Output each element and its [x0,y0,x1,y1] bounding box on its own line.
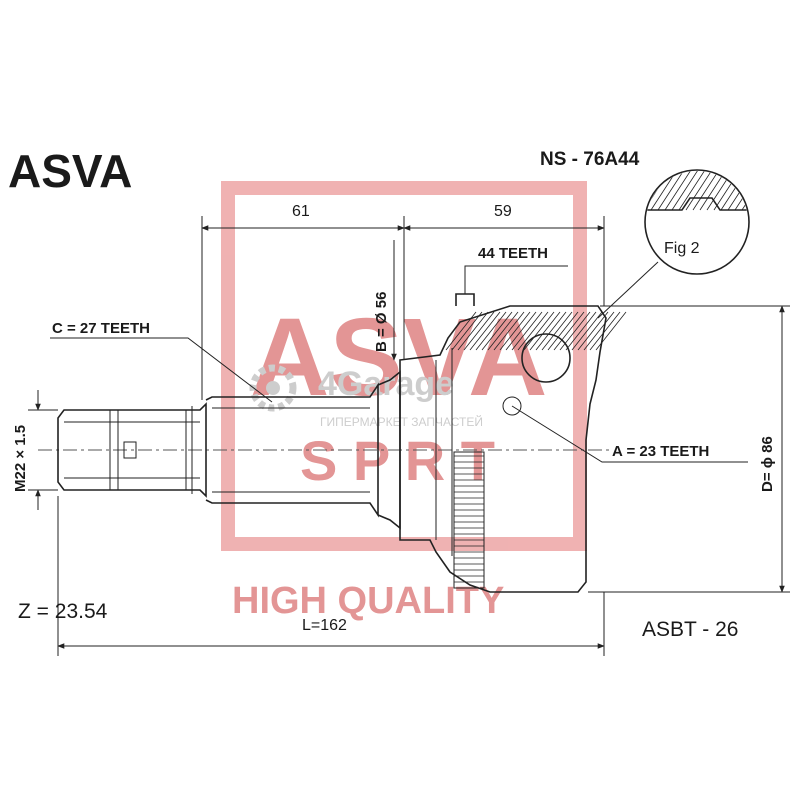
bell-housing [399,276,627,593]
part-number: NS - 76A44 [540,149,640,170]
label-a-teeth: A = 23 TEETH [612,443,709,460]
dim-61: 61 [292,203,310,220]
fig-label: Fig 2 [664,240,700,257]
ball-small [502,396,522,416]
watermark-site-sub: ГИПЕРМАРКЕТ ЗАПЧАСТЕЙ [320,414,483,429]
brand-logo: ASVA [8,145,132,197]
housing-section-hatch [445,311,627,351]
watermark-sport: S P R T [300,429,495,492]
stub-shaft [57,370,401,530]
watermark-frame [221,181,587,551]
label-length: L=162 [302,617,347,634]
label-b-diameter: B = Ø 56 [373,292,390,352]
ball-race [521,333,571,383]
label-thread: M22 × 1.5 [12,425,29,492]
watermark-layer: ASVA S P R T HIGH QUALITY 4Garage ГИПЕРМ… [221,181,587,622]
abs-ring [453,451,485,589]
watermark-brand: ASVA [250,296,547,419]
z-value: Z = 23.54 [18,600,108,623]
label-d-diameter: D= ϕ 86 [759,436,776,492]
label-c-teeth: C = 27 TEETH [52,320,150,337]
boot-code: ASBT - 26 [642,618,739,641]
watermark-quality: HIGH QUALITY [232,580,504,622]
label-44-teeth: 44 TEETH [478,245,548,262]
fig2-detail: Fig 2 [597,169,750,319]
dimension-lines [28,216,790,656]
dim-59: 59 [494,203,512,220]
